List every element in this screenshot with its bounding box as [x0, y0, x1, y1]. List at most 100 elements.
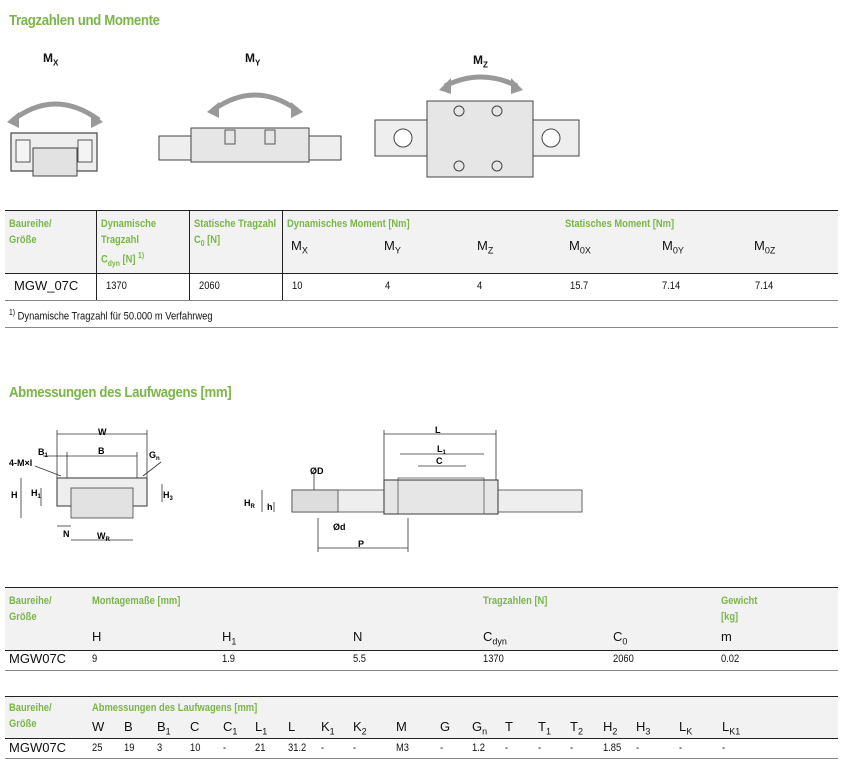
mz-drawing	[374, 74, 580, 178]
t2-sym-Cdyn: Cdyn	[483, 629, 507, 647]
t1-row-mz: 4	[477, 280, 483, 292]
t3-sym-T2: T2	[570, 719, 583, 737]
dim-H3: H3	[163, 490, 174, 502]
t3-val-C: 10	[190, 742, 201, 754]
t2-sym-N: N	[353, 629, 363, 644]
t3-sym-H2: H2	[603, 719, 618, 737]
t3-sym-B1: B1	[157, 719, 171, 737]
mx-label: MX	[43, 51, 59, 68]
dim-W: W	[98, 427, 107, 437]
mx-drawing	[7, 101, 103, 177]
table2-bottom-rule	[5, 670, 838, 671]
dim-D: ØD	[310, 466, 324, 476]
t3-sym-K2: K2	[353, 719, 367, 737]
t1-sym-m0x: M0X	[569, 238, 591, 256]
t3-sym-Gn: Gn	[472, 719, 488, 737]
table2-header-band	[5, 588, 838, 650]
t3-val-K2: -	[353, 742, 357, 754]
table2-header-rule	[5, 650, 838, 651]
t1-sym-mx: MX	[291, 238, 308, 256]
dim-N: N	[63, 529, 70, 539]
table2-top-rule	[5, 587, 838, 588]
t1-col-baureihe: Baureihe/Größe	[9, 218, 52, 246]
table3-top-rule	[5, 696, 838, 697]
t3-val-H2: 1.85	[603, 742, 622, 754]
section-title-abmessungen: Abmessungen des Laufwagens [mm]	[9, 384, 232, 401]
dim-H: H	[11, 490, 18, 500]
mz-label: MZ	[473, 53, 488, 70]
t3-val-B1: 3	[157, 742, 163, 754]
table1-header-band	[5, 211, 838, 273]
t3-sym-L1: L1	[255, 719, 268, 737]
dim-P: P	[358, 539, 364, 549]
table1-vline-2	[189, 211, 190, 300]
t3-val-Gn: 1.2	[472, 742, 486, 754]
t1-row-m0y: 7.14	[662, 280, 681, 292]
t2-sym-H: H	[92, 629, 102, 644]
dim-B: B	[98, 446, 105, 456]
my-diagram: MY	[155, 48, 345, 173]
t3-sym-G: G	[440, 719, 451, 734]
t3-sym-C: C	[190, 719, 200, 734]
dim-C: C	[436, 456, 443, 466]
t1-row-name: MGW_07C	[14, 278, 79, 293]
cross-section-diagram: W B B1 Gn 4-M×l H H1 N WR H3	[5, 422, 180, 552]
t2-row-m: 0.02	[721, 653, 740, 665]
t1-row-c0: 2060	[199, 280, 220, 292]
dim-H1: H1	[31, 488, 42, 500]
t2-sym-C0: C0	[613, 629, 628, 647]
table1-row-rule	[5, 300, 838, 301]
t3-sym-M: M	[396, 719, 407, 734]
t3-sym-T: T	[505, 719, 513, 734]
t3-val-W: 25	[92, 742, 103, 754]
t3-sym-K1: K1	[321, 719, 335, 737]
t2-row-Cdyn: 1370	[483, 653, 504, 665]
t3-val-T: -	[505, 742, 509, 754]
t3-sym-W: W	[92, 719, 105, 734]
mz-diagram: MZ	[373, 48, 583, 183]
t3-val-LK1: -	[722, 742, 726, 754]
t2-sym-m: m	[721, 629, 732, 644]
t1-col-stat-moment: Statisches Moment [Nm]	[565, 218, 675, 230]
table3-header-rule	[5, 738, 838, 739]
t3-val-T2: -	[570, 742, 574, 754]
t3-val-M: M3	[396, 742, 409, 754]
t1-sym-m0y: M0Y	[662, 238, 684, 256]
t3-col-baureihe: Baureihe/Größe	[9, 702, 52, 730]
dim-HR: HR	[244, 498, 256, 510]
t2-row-H1: 1.9	[222, 653, 236, 665]
t1-row-m0x: 15.7	[570, 280, 589, 292]
t3-sym-C1: C1	[223, 719, 238, 737]
t1-row-my: 4	[385, 280, 391, 292]
t3-row-name: MGW07C	[9, 740, 67, 755]
table1-vline-1	[96, 211, 97, 300]
table1-vline-3	[282, 211, 283, 300]
table3-header-band	[5, 697, 838, 738]
t3-val-LK: -	[679, 742, 683, 754]
table1-header-rule	[5, 273, 838, 274]
dim-Gn: Gn	[149, 450, 160, 462]
t2-col-baureihe: Baureihe/Größe	[9, 595, 52, 623]
t2-row-C0: 2060	[613, 653, 634, 665]
dim-L: L	[435, 425, 441, 435]
t2-col-gewicht: Gewicht[kg]	[721, 595, 758, 623]
t1-sym-m0z: M0Z	[754, 238, 776, 256]
t3-val-C1: -	[223, 742, 227, 754]
t3-val-G: -	[440, 742, 444, 754]
dim-L1: L1	[437, 444, 447, 456]
t1-row-m0z: 7.14	[755, 280, 774, 292]
section-title-tragzahlen: Tragzahlen und Momente	[9, 12, 160, 29]
t3-sym-T1: T1	[538, 719, 551, 737]
dim-h: h	[267, 502, 273, 512]
t3-sym-LK1: LK1	[722, 719, 741, 737]
t3-val-H3: -	[636, 742, 640, 754]
t2-sym-H1: H1	[222, 629, 237, 647]
t3-sym-H3: H3	[636, 719, 651, 737]
t1-row-mx: 10	[292, 280, 303, 292]
my-drawing	[158, 92, 342, 163]
t2-row-H: 9	[92, 653, 98, 665]
dim-mxl: 4-M×l	[9, 458, 32, 468]
t2-col-montage: Montagemaße [mm]	[92, 595, 181, 607]
